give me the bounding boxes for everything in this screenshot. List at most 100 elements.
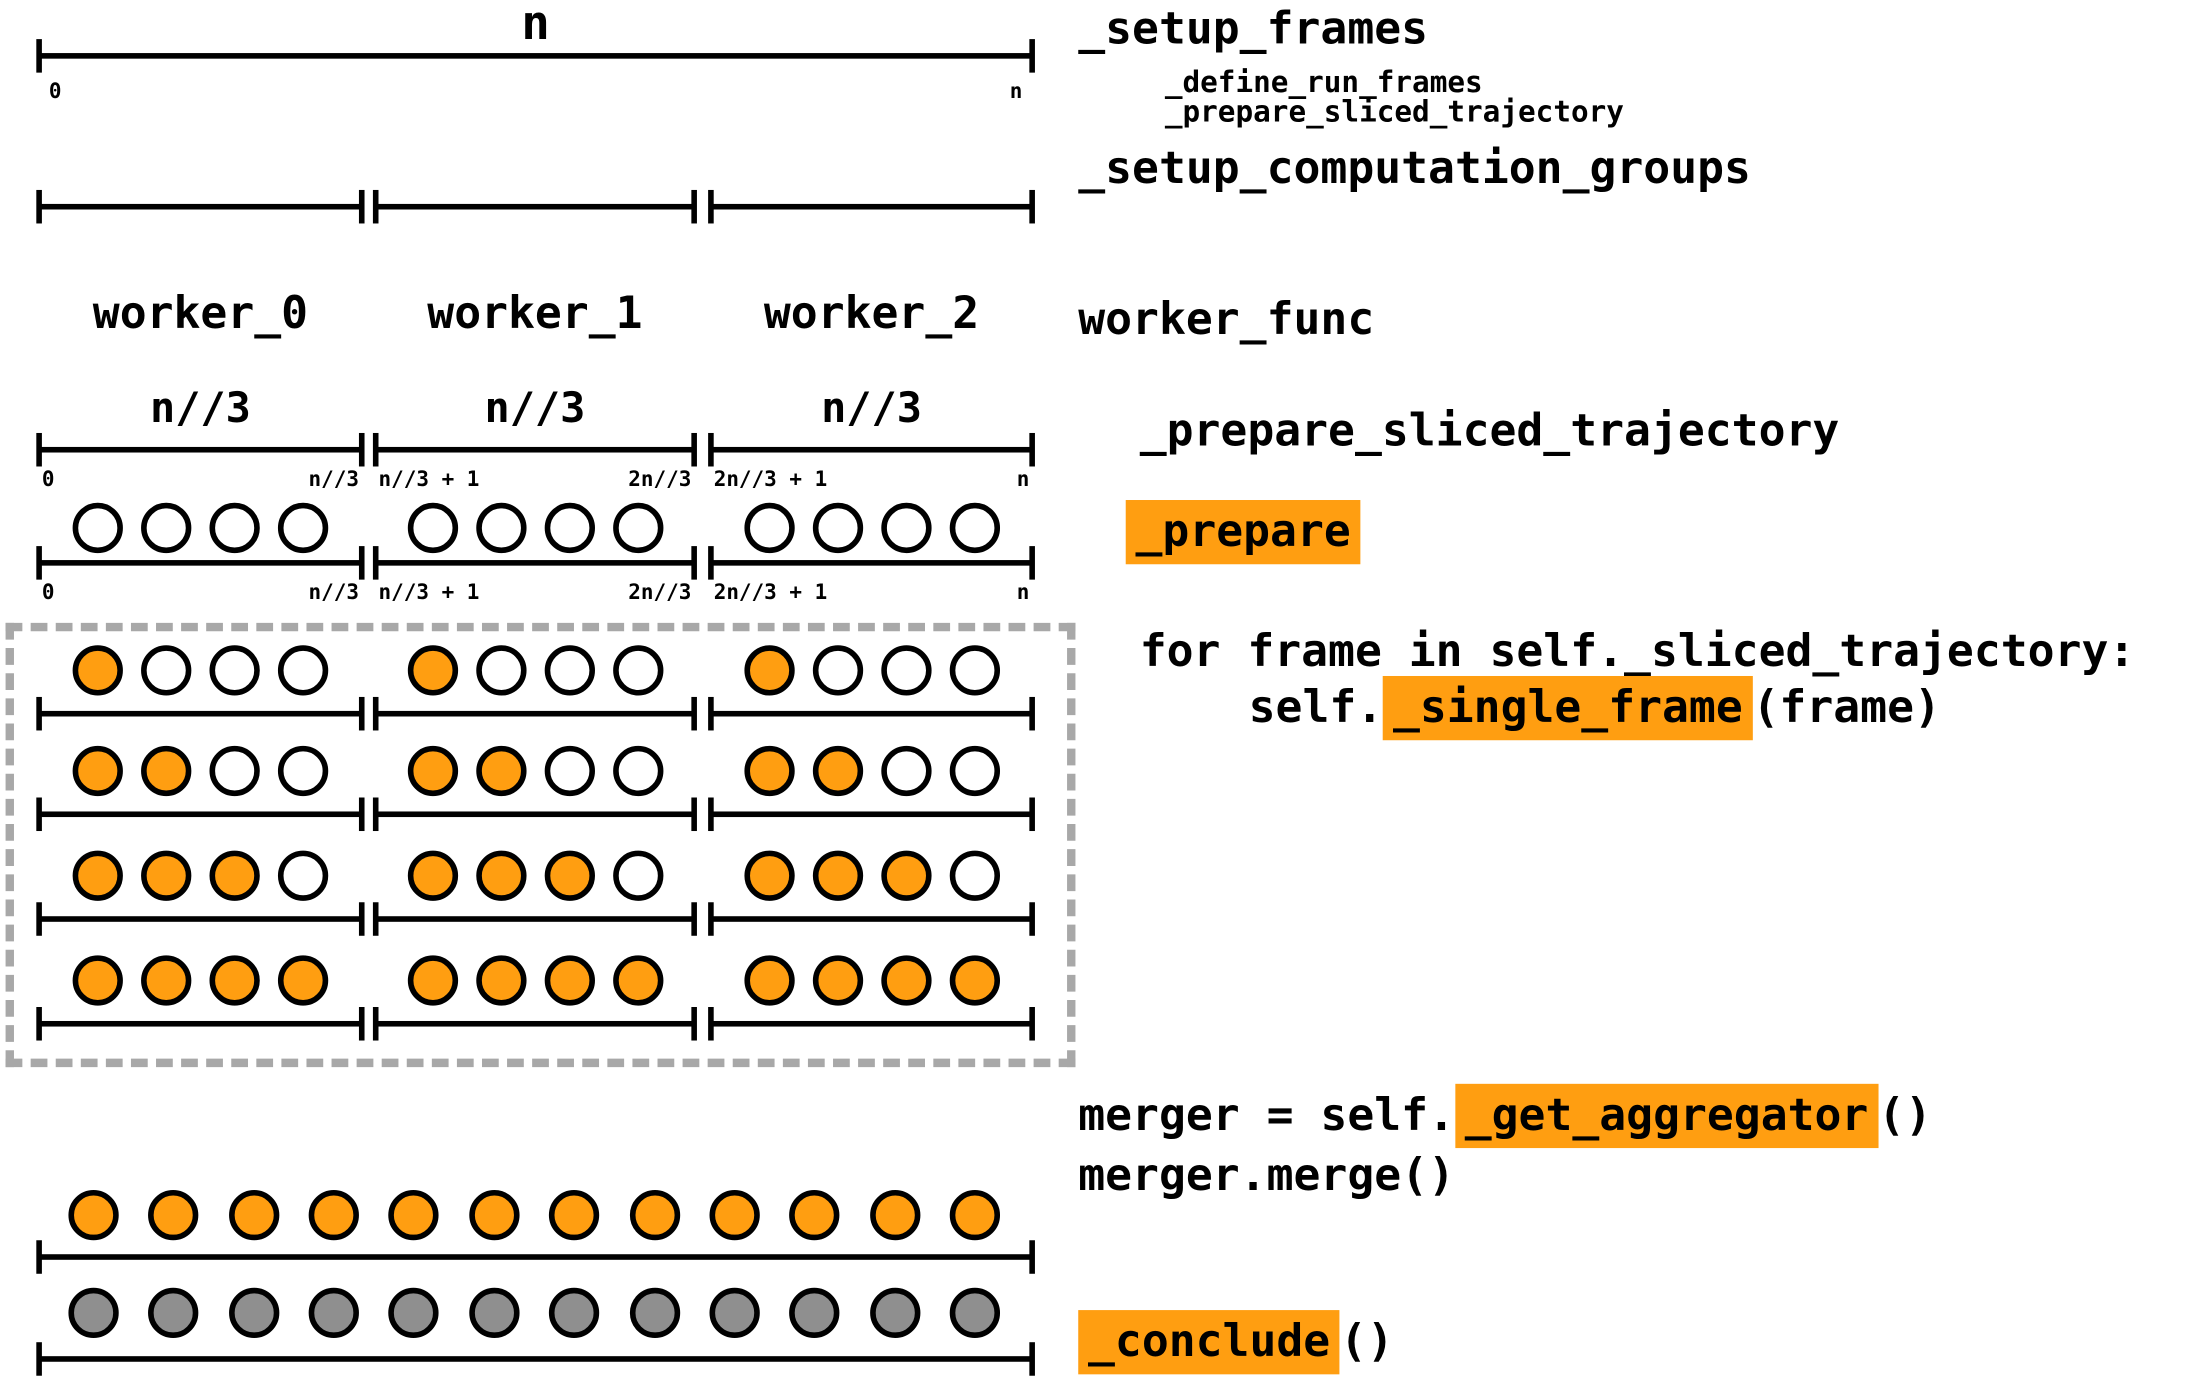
worker-0-progress-axis-3 [36, 902, 365, 936]
frame-circle-filled [612, 955, 663, 1006]
frame-circle-empty [612, 645, 663, 696]
worker-1-progress-row-1 [374, 645, 695, 696]
loop-args-text: (frame) [1752, 680, 1941, 734]
tick-label: n//3 [308, 466, 359, 492]
worker-func-label: worker_func [1078, 291, 1375, 345]
worker-1-slice-ticks-bottom: n//3 + 1 2n//3 [374, 582, 695, 603]
frame-circle-filled [475, 745, 526, 797]
prepare-sliced-trajectory-sub-label: _prepare_sliced_trajectory [1164, 94, 1624, 129]
prepare-sliced-trajectory-label: _prepare_sliced_trajectory [1139, 403, 1840, 457]
worker-2-label: worker_2 [763, 286, 980, 340]
frame-circle-empty [407, 502, 458, 554]
worker-0-slice-axis-top [36, 432, 365, 467]
worker-2-progress-row-4 [710, 955, 1034, 1006]
result-circle-gray [228, 1287, 279, 1339]
frame-circle-filled [228, 1189, 279, 1241]
concluded-frames-row [68, 1287, 1000, 1339]
conclude-parens: () [1339, 1314, 1394, 1368]
frame-circle-filled [743, 645, 795, 696]
tick-label: n//3 + 1 [378, 579, 480, 605]
frame-circle-empty [544, 745, 595, 797]
worker-1-progress-axis-4 [372, 1007, 697, 1041]
loop-self-text: self. [1248, 680, 1384, 734]
worker-2-slice-size-label: n//3 [821, 384, 922, 433]
worker-1-progress-axis-2 [372, 797, 697, 832]
worker-1-progress-row-3 [374, 850, 695, 901]
merger-assign-line: merger = self._get_aggregator() [1078, 1083, 1932, 1149]
frame-circle-filled [880, 955, 931, 1006]
result-circle-gray [388, 1287, 440, 1339]
worker-0-progress-row-4 [38, 955, 363, 1006]
frame-circle-empty [209, 745, 260, 797]
single-frame-loop-box [5, 622, 1076, 1068]
worker-2-progress-row-2 [710, 745, 1034, 797]
worker-1-slice-axis-top [372, 432, 697, 467]
frame-circle-filled [72, 745, 123, 797]
merged-frames-axis [36, 1240, 1035, 1274]
single-frame-highlight: _single_frame [1383, 675, 1753, 741]
worker-0-slice-ticks-top: 0 n//3 [38, 469, 363, 490]
frame-circle-filled [141, 850, 192, 901]
frame-circle-empty [880, 745, 931, 797]
frame-circle-empty [949, 850, 1000, 901]
frame-circle-empty [949, 645, 1000, 696]
worker-0-progress-row-3 [38, 850, 363, 901]
frame-circle-filled [148, 1189, 199, 1241]
result-circle-gray [469, 1287, 520, 1339]
full-axis-tick-labels: 0 n [38, 78, 1034, 104]
frame-circle-filled [209, 955, 260, 1006]
frame-circle-empty [949, 745, 1000, 797]
loop-line-1: for frame in self._sliced_trajectory: [1139, 624, 2136, 678]
frame-circle-filled [72, 645, 123, 696]
merger-assign-text: merger = self. [1078, 1088, 1455, 1142]
result-circle-gray [148, 1287, 199, 1339]
frame-circle-empty [612, 502, 663, 554]
tick-label: 0 [41, 579, 55, 605]
worker-0-slice-ticks-bottom: 0 n//3 [38, 582, 363, 603]
worker-0-progress-axis-4 [36, 1007, 365, 1041]
frame-circle-empty [880, 645, 931, 696]
tick-label-n: n [1009, 78, 1023, 104]
worker-1-label: worker_1 [427, 286, 643, 340]
frame-circle-empty [209, 645, 260, 696]
worker-2-slice-ticks-top: 2n//3 + 1 n [710, 469, 1034, 490]
frame-circle-filled [407, 745, 458, 797]
tick-label: n//3 + 1 [378, 466, 480, 492]
frame-circle-filled [949, 955, 1000, 1006]
frame-circle-empty [475, 502, 526, 554]
worker-2-progress-row-3 [710, 850, 1034, 901]
frame-circle-empty [141, 645, 192, 696]
worker-2-progress-axis-3 [708, 902, 1035, 936]
frame-circle-filled [72, 955, 123, 1006]
result-circle-gray [869, 1287, 920, 1339]
frame-circle-filled [812, 955, 863, 1006]
worker-0-slice-axis-bottom [36, 546, 365, 580]
frame-circle-filled [141, 745, 192, 797]
result-circle-gray [308, 1287, 360, 1339]
result-circle-gray [709, 1287, 760, 1339]
worker-1-frames-empty-row [374, 502, 695, 554]
result-circle-gray [68, 1287, 119, 1339]
setup-frames-label: _setup_frames [1078, 1, 1429, 55]
worker-2-frames-empty-row [710, 502, 1034, 554]
frame-circle-empty [209, 502, 260, 554]
n-frames-label: n [521, 0, 550, 52]
prepare-line: _prepare [1125, 500, 1361, 565]
worker-1-progress-axis-3 [372, 902, 697, 936]
frame-circle-empty [141, 502, 192, 554]
frame-circle-filled [629, 1189, 680, 1241]
worker-2-progress-row-1 [710, 645, 1034, 696]
worker-2-slice-axis-top [708, 432, 1035, 467]
define-run-frames-label: _define_run_frames [1164, 65, 1483, 100]
frame-circle-empty [277, 645, 329, 696]
worker-2-slice-ticks-bottom: 2n//3 + 1 n [710, 582, 1034, 603]
frame-circle-filled [743, 955, 795, 1006]
group-axis-0 [36, 189, 365, 224]
tick-label: 0 [41, 466, 55, 492]
frame-circle-empty [812, 645, 863, 696]
frame-circle-filled [469, 1189, 520, 1241]
tick-label: n [1016, 579, 1030, 605]
frame-circle-filled [277, 955, 329, 1006]
worker-1-slice-ticks-top: n//3 + 1 2n//3 [374, 469, 695, 490]
